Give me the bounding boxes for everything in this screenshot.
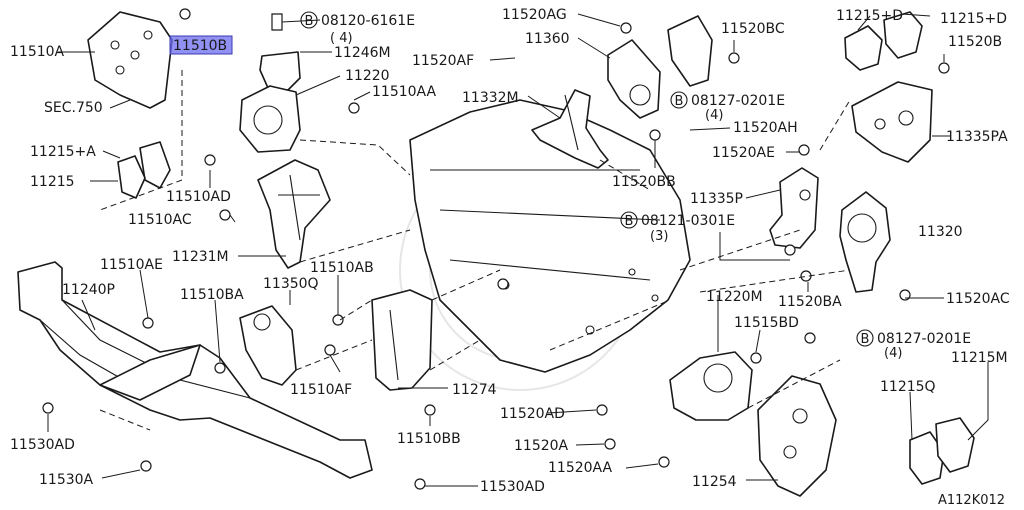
label-11520ag[interactable]: 11520AG bbox=[502, 7, 567, 23]
bracket-11231m bbox=[204, 154, 331, 269]
label-11520a[interactable]: 11520A bbox=[514, 438, 569, 454]
mount-11360 bbox=[607, 15, 740, 141]
circled-b: B bbox=[305, 14, 314, 29]
label-11215[interactable]: 11215 bbox=[30, 174, 75, 190]
circled-b-markers: B B B B bbox=[300, 11, 874, 347]
label-11215d-1[interactable]: 11215+D bbox=[836, 8, 903, 24]
label-11215a[interactable]: 11215+A bbox=[30, 144, 96, 160]
label-11360[interactable]: 11360 bbox=[525, 31, 570, 47]
label-11320[interactable]: 11320 bbox=[918, 224, 963, 240]
bottom-bolts bbox=[42, 278, 670, 490]
label-11335pa[interactable]: 11335PA bbox=[946, 129, 1008, 145]
leader-lines bbox=[47, 13, 989, 487]
label-11274[interactable]: 11274 bbox=[452, 382, 497, 398]
label-08120-6161e[interactable]: 08120-6161E bbox=[321, 13, 415, 29]
label-08127-0201e-a[interactable]: 08127-0201E bbox=[691, 93, 785, 109]
bracket-11254 bbox=[757, 375, 837, 497]
label-11520ba[interactable]: 11520BA bbox=[778, 294, 842, 310]
crossmember-11240p bbox=[17, 261, 373, 479]
label-11510ba[interactable]: 11510BA bbox=[180, 287, 244, 303]
label-11335p[interactable]: 11335P bbox=[690, 191, 743, 207]
bracket-11335pa bbox=[798, 81, 933, 163]
label-11215m[interactable]: 11215M bbox=[951, 350, 1008, 366]
mount-11220 bbox=[239, 85, 360, 153]
label-11510ac[interactable]: 11510AC bbox=[128, 212, 192, 228]
bracket-sec750 bbox=[87, 8, 191, 109]
label-11246m[interactable]: 11246M bbox=[334, 45, 391, 61]
label-11510ad[interactable]: 11510AD bbox=[166, 189, 231, 205]
label-11530ad-2[interactable]: 11530AD bbox=[480, 479, 545, 495]
insulator-11215q bbox=[909, 417, 975, 485]
insulator-11350q bbox=[142, 305, 297, 386]
label-11510b[interactable]: 11510B bbox=[173, 38, 227, 54]
label-11520bb[interactable]: 11520BB bbox=[612, 174, 676, 190]
label-11520b[interactable]: 11520B bbox=[948, 34, 1002, 50]
circled-b: B bbox=[675, 94, 684, 109]
label-11215q[interactable]: 11215Q bbox=[880, 379, 936, 395]
bracket-11246m bbox=[259, 13, 301, 91]
label-11520bc[interactable]: 11520BC bbox=[721, 21, 785, 37]
bracket-11332m bbox=[531, 89, 609, 169]
label-11510a[interactable]: 11510A bbox=[10, 44, 65, 60]
label-11231m[interactable]: 11231M bbox=[172, 249, 229, 265]
label-08121-0301e[interactable]: 08121-0301E bbox=[641, 213, 735, 229]
label-11530a[interactable]: 11530A bbox=[39, 472, 94, 488]
insulator-11215d bbox=[844, 11, 950, 74]
circled-b: B bbox=[861, 332, 870, 347]
label-11220m[interactable]: 11220M bbox=[706, 289, 763, 305]
label-11515bd[interactable]: 11515BD bbox=[734, 315, 799, 331]
label-11520aa[interactable]: 11520AA bbox=[548, 460, 613, 476]
label-11220[interactable]: 11220 bbox=[345, 68, 390, 84]
label-11332m[interactable]: 11332M bbox=[462, 90, 519, 106]
bracket-11274 bbox=[324, 289, 436, 416]
label-11350q[interactable]: 11350Q bbox=[263, 276, 319, 292]
label-11520af[interactable]: 11520AF bbox=[412, 53, 474, 69]
label-11520ah[interactable]: 11520AH bbox=[733, 120, 798, 136]
label-11520ac[interactable]: 11520AC bbox=[946, 291, 1010, 307]
label-11510bb[interactable]: 11510BB bbox=[397, 431, 461, 447]
label-11510ab[interactable]: 11510AB bbox=[310, 260, 374, 276]
label-08127-0201e-b[interactable]: 08127-0201E bbox=[877, 331, 971, 347]
circled-b: B bbox=[625, 214, 634, 229]
label-11240p[interactable]: 11240P bbox=[62, 282, 115, 298]
mount-11320 bbox=[800, 191, 911, 301]
figure-code: A112K012 bbox=[938, 493, 1005, 508]
label-sec750[interactable]: SEC.750 bbox=[44, 100, 103, 116]
label-11520ae[interactable]: 11520AE bbox=[712, 145, 775, 161]
label-08127-a-qty: (4) bbox=[705, 108, 723, 123]
part-labels: 11510A 11510B SEC.750 11215+A 11215 0812… bbox=[10, 7, 1010, 508]
label-11530ad[interactable]: 11530AD bbox=[10, 437, 75, 453]
label-11510af[interactable]: 11510AF bbox=[290, 382, 352, 398]
highlight-11510b bbox=[169, 35, 233, 55]
label-11254[interactable]: 11254 bbox=[692, 474, 737, 490]
label-11520ad[interactable]: 11520AD bbox=[500, 406, 565, 422]
label-11510aa[interactable]: 11510AA bbox=[372, 84, 437, 100]
dashed-guides bbox=[99, 70, 851, 431]
label-11215d-2[interactable]: 11215+D bbox=[940, 11, 1007, 27]
insulator-11215a bbox=[117, 141, 171, 199]
label-08127-b-qty: (4) bbox=[884, 346, 902, 361]
bracket-11335p bbox=[769, 167, 819, 256]
label-08121-qty: (3) bbox=[650, 229, 668, 244]
label-11510ae[interactable]: 11510AE bbox=[100, 257, 163, 273]
label-08120-qty: ( 4) bbox=[330, 31, 353, 46]
